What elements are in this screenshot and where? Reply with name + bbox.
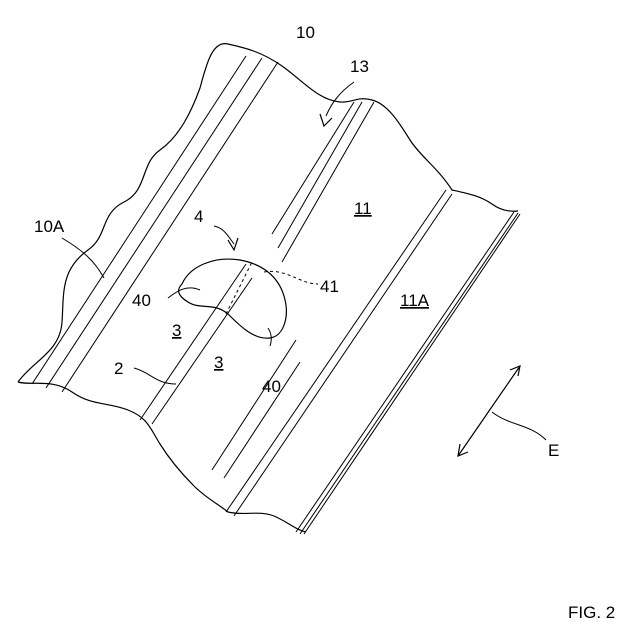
groove-line bbox=[278, 102, 362, 248]
label-13: 13 bbox=[350, 57, 369, 76]
arrow-4 bbox=[228, 238, 238, 250]
leader-13 bbox=[326, 82, 354, 116]
label-40a: 40 bbox=[132, 291, 151, 310]
band-line bbox=[234, 194, 452, 516]
label-10: 10 bbox=[296, 23, 315, 42]
leader-40b bbox=[268, 328, 271, 346]
band-line bbox=[226, 190, 446, 512]
leader-40a bbox=[168, 288, 200, 298]
leader-10A bbox=[62, 238, 104, 278]
break-edge-bottom bbox=[18, 382, 306, 532]
label-10A: 10A bbox=[34, 217, 65, 236]
groove-line bbox=[152, 278, 252, 424]
label-40b: 40 bbox=[262, 377, 281, 396]
rib-line bbox=[212, 340, 296, 470]
band-line bbox=[296, 212, 514, 532]
rib-line bbox=[62, 62, 278, 392]
groove-line bbox=[272, 102, 354, 234]
rib-line bbox=[46, 58, 262, 388]
band-line bbox=[304, 214, 520, 534]
band-line bbox=[300, 213, 518, 534]
leader-E bbox=[492, 412, 546, 440]
label-3b: 3 bbox=[214, 353, 223, 372]
label-3a: 3 bbox=[172, 321, 181, 340]
break-edge-top bbox=[18, 44, 518, 382]
direction-arrow-shaft bbox=[458, 366, 520, 456]
label-4: 4 bbox=[194, 207, 203, 226]
groove-line bbox=[140, 264, 246, 420]
label-E: E bbox=[548, 441, 559, 460]
leader-41 bbox=[264, 271, 318, 284]
figure-caption: FIG. 2 bbox=[568, 603, 615, 622]
label-2: 2 bbox=[114, 359, 123, 378]
leader-4 bbox=[214, 226, 234, 244]
label-41: 41 bbox=[320, 277, 339, 296]
groove-line bbox=[282, 102, 374, 262]
label-11: 11 bbox=[354, 199, 372, 218]
label-11A: 11A bbox=[400, 291, 430, 310]
